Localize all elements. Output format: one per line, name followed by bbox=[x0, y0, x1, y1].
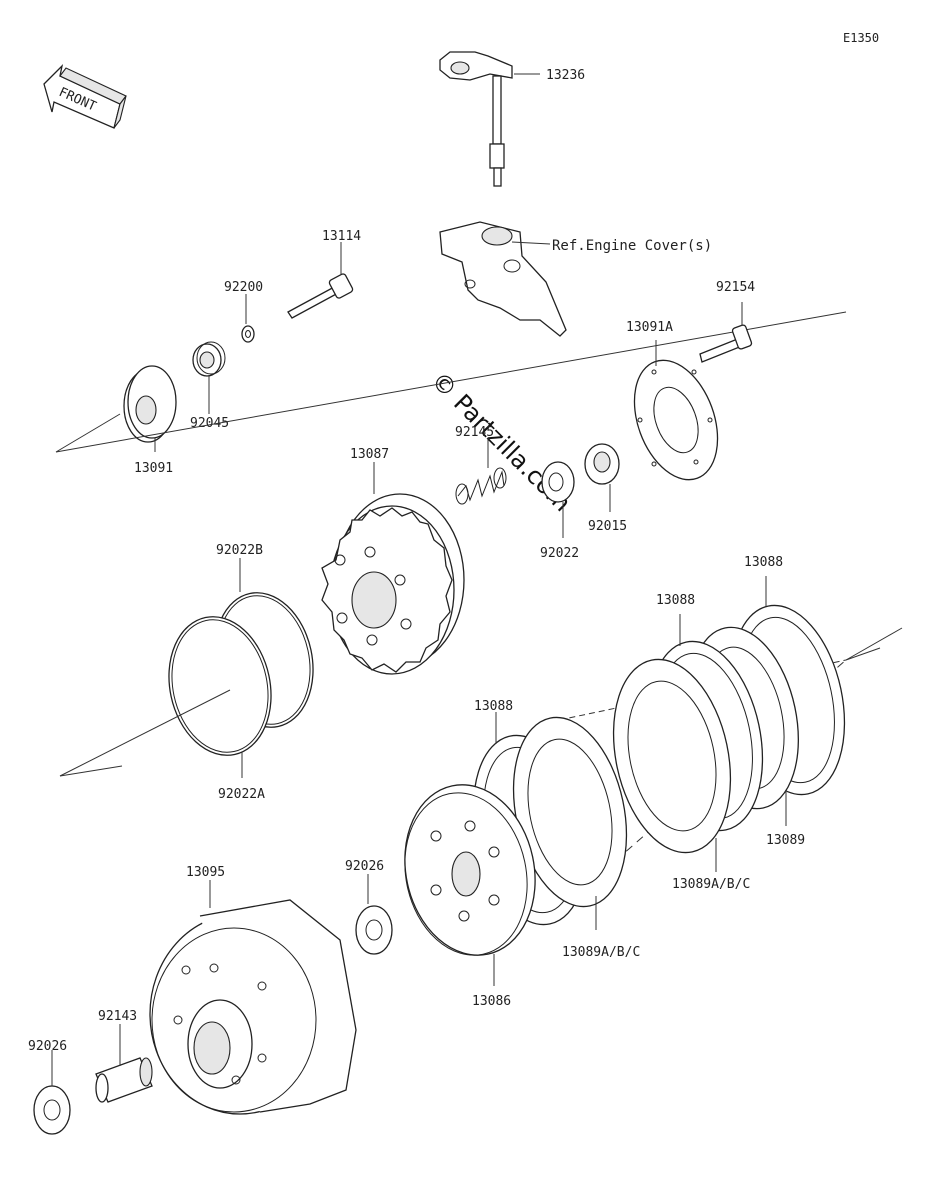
label-13091: 13091 bbox=[134, 461, 173, 476]
label-92015: 92015 bbox=[588, 519, 627, 534]
label-92022: 92022 bbox=[540, 546, 579, 561]
bolt-13114 bbox=[287, 273, 354, 319]
washer-92200 bbox=[241, 325, 255, 343]
washer-92026-lower bbox=[33, 1085, 71, 1135]
spring-92145 bbox=[455, 467, 507, 505]
label-13087: 13087 bbox=[350, 447, 389, 462]
cap-13091 bbox=[123, 365, 177, 443]
plate-13091A bbox=[633, 359, 719, 481]
nut-92015 bbox=[584, 443, 620, 485]
label-92200: 92200 bbox=[224, 280, 263, 295]
clutch-hub-13087 bbox=[321, 493, 465, 675]
label-13089ABC-upper: 13089A/B/C bbox=[672, 877, 750, 892]
steel-plate-13089ABC-upper bbox=[612, 658, 732, 854]
sleeve-92143 bbox=[95, 1057, 153, 1103]
label-13089ABC-lower: 13089A/B/C bbox=[562, 945, 640, 960]
bearing-92045 bbox=[192, 341, 226, 377]
label-13086: 13086 bbox=[472, 994, 511, 1009]
label-13095: 13095 bbox=[186, 865, 225, 880]
washer-92022 bbox=[541, 461, 575, 503]
label-92022A: 92022A bbox=[218, 787, 265, 802]
engine-cover-housing bbox=[439, 221, 567, 337]
label-92145: 92145 bbox=[455, 425, 494, 440]
label-92026-lower: 92026 bbox=[28, 1039, 67, 1054]
clutch-housing-13095 bbox=[149, 899, 357, 1115]
label-92045: 92045 bbox=[190, 416, 229, 431]
label-13089: 13089 bbox=[766, 833, 805, 848]
label-92026-upper: 92026 bbox=[345, 859, 384, 874]
label-92022B: 92022B bbox=[216, 543, 263, 558]
label-ref-engine-cover: Ref.Engine Cover(s) bbox=[552, 238, 712, 254]
label-92154: 92154 bbox=[716, 280, 755, 295]
pressure-plate-13086 bbox=[404, 784, 536, 956]
label-13088-left: 13088 bbox=[474, 699, 513, 714]
label-13091A: 13091A bbox=[626, 320, 673, 335]
label-13088-middle: 13088 bbox=[656, 593, 695, 608]
washer-92026-upper bbox=[355, 905, 393, 955]
release-shaft-13236 bbox=[439, 51, 513, 187]
label-13088-right: 13088 bbox=[744, 555, 783, 570]
oring-92022A bbox=[168, 616, 272, 756]
label-13114: 13114 bbox=[322, 229, 361, 244]
front-arrow-icon: FRONT bbox=[43, 64, 127, 129]
bolt-92154 bbox=[699, 324, 753, 363]
label-13236: 13236 bbox=[546, 68, 585, 83]
diagram-code: E1350 bbox=[843, 31, 879, 45]
label-92143: 92143 bbox=[98, 1009, 137, 1024]
